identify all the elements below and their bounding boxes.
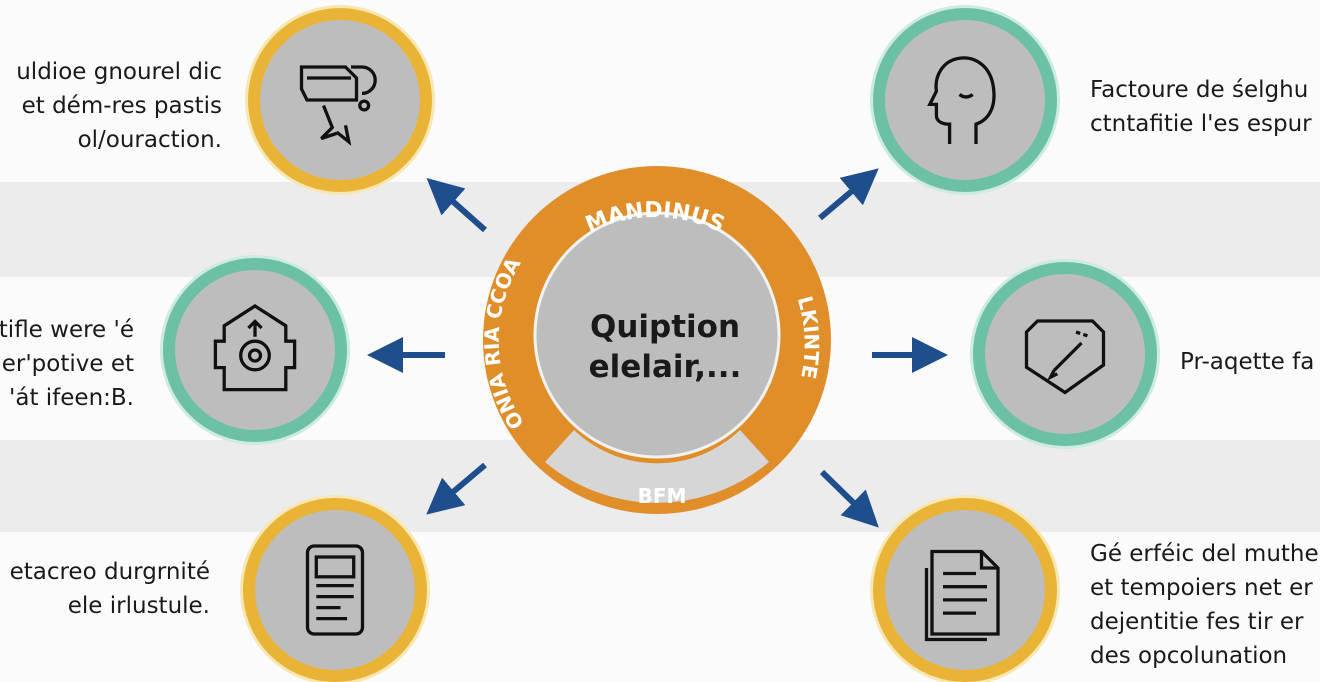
text-line: Gé erféic del muthe: [1090, 541, 1319, 567]
text-line: dejentitie fes tir er: [1090, 609, 1304, 635]
puzzle-pieces-icon: [299, 65, 377, 146]
center-circle: [533, 211, 781, 459]
text-line: etacreo durgrnité: [9, 559, 210, 585]
node-text-mid-left: tifle were 'é er'potive et 'át ifeen:B.: [0, 313, 134, 415]
document-device-icon: [305, 544, 365, 636]
arrow-top-left: [426, 178, 487, 233]
text-line: ele irlustule.: [67, 593, 210, 619]
node-mid-right: [973, 262, 1157, 446]
node-text-bottom-right: Gé erféic del muthe et tempoiers net er …: [1090, 537, 1320, 673]
text-line: ctntafitie l'es espur: [1090, 111, 1312, 137]
text-line: tifle were 'é: [0, 317, 134, 343]
node-text-top-right: Factoure de śelghu ctntafitie l'es espur: [1090, 73, 1320, 141]
arrow-bottom-left: [426, 462, 487, 515]
text-line: 'át ifeen:B.: [9, 385, 134, 411]
node-top-right: [873, 8, 1057, 192]
text-line: Factoure de śelghu: [1090, 77, 1309, 103]
text-line: et dém-res pastis: [21, 93, 222, 119]
ring-bottom-segment: [545, 430, 769, 503]
center-title-line-1: Quiption: [590, 309, 740, 345]
arrow-bottom-right: [819, 469, 879, 528]
text-line: et tempoiers net er: [1090, 575, 1313, 601]
house-target-icon: [213, 304, 297, 392]
center-title-line-2: elelair,...: [589, 349, 742, 385]
text-line: uldioe gnourel dic: [16, 59, 222, 85]
head-profile-icon: [927, 56, 996, 144]
node-text-mid-right: Pr-aqette fa: [1180, 345, 1320, 379]
node-text-top-left: uldioe gnourel dic et dém-res pastis ol/…: [16, 55, 222, 157]
text-line: Pr-aqette fa: [1180, 349, 1315, 375]
ring-label-bottom: BFM: [638, 484, 687, 508]
text-line: er'potive et: [1, 351, 134, 377]
node-text-bottom-left: etacreo durgrnité ele irlustule.: [10, 555, 210, 623]
text-line: des opcolunation: [1090, 643, 1288, 669]
shield-pen-icon: [1024, 319, 1106, 395]
text-line: ol/ouraction.: [77, 127, 222, 153]
arrow-top-right: [818, 168, 879, 221]
documents-icon: [924, 549, 1000, 642]
